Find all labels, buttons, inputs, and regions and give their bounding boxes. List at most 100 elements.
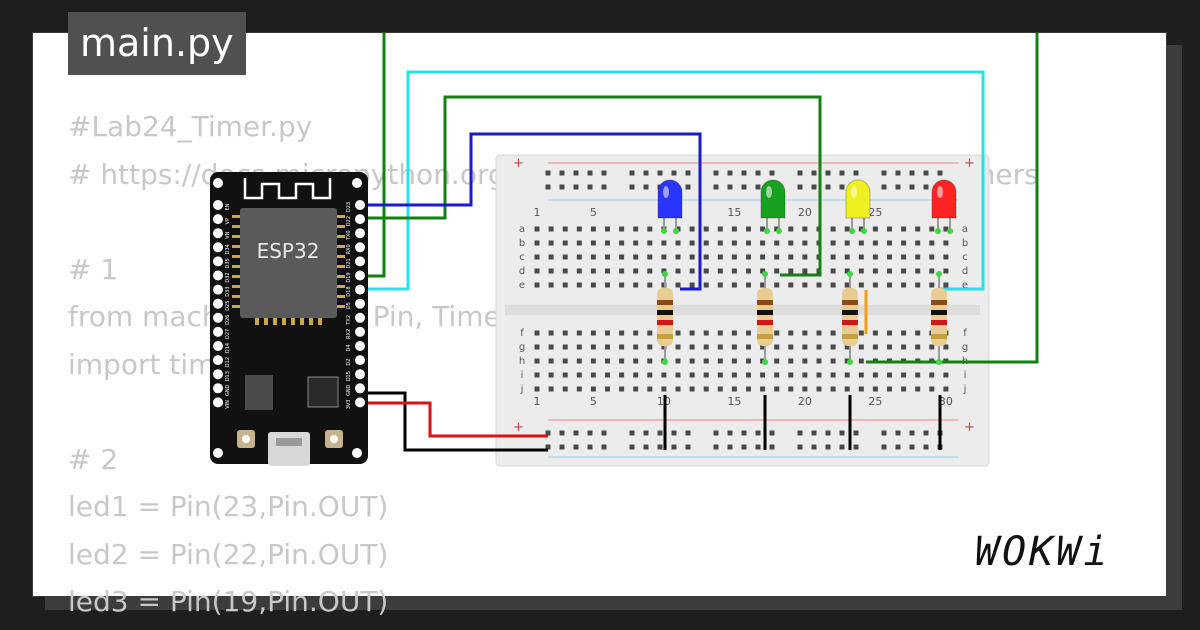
rail-hole <box>643 170 649 176</box>
hole <box>760 282 766 288</box>
hole <box>689 226 695 232</box>
hole <box>576 358 582 364</box>
wire-green-d22[interactable] <box>368 95 822 277</box>
esp32-pin[interactable] <box>355 270 365 281</box>
hole <box>717 268 723 274</box>
esp32-pin[interactable] <box>213 312 223 323</box>
esp32-pin[interactable] <box>355 256 365 267</box>
esp32-pin[interactable] <box>213 298 223 309</box>
mount-hole <box>213 448 223 458</box>
rail-hole <box>923 444 929 450</box>
esp32-pin[interactable] <box>355 200 365 210</box>
esp32-pin[interactable] <box>213 284 223 295</box>
hole <box>760 268 766 274</box>
esp32-pin[interactable] <box>213 200 223 210</box>
mount-hole <box>352 178 362 188</box>
esp32-pin[interactable] <box>213 214 223 225</box>
hole <box>534 226 540 232</box>
esp32-pin[interactable] <box>355 214 365 225</box>
hole <box>717 240 723 246</box>
led-yellow[interactable] <box>845 179 871 219</box>
hole <box>872 240 878 246</box>
connection-dot <box>849 228 855 234</box>
hole <box>661 386 667 392</box>
hole <box>590 330 596 336</box>
esp32-pin[interactable] <box>213 326 223 337</box>
usb-port <box>268 432 310 466</box>
esp32-pin[interactable] <box>355 298 365 309</box>
esp32-pin[interactable] <box>213 256 223 267</box>
led-blue[interactable] <box>657 179 683 219</box>
hole <box>872 344 878 350</box>
esp32-pin[interactable] <box>355 284 365 295</box>
connection-dot <box>861 228 867 234</box>
esp32-pin[interactable] <box>355 369 365 380</box>
pin-label: TX2 <box>346 315 352 326</box>
rail-hole <box>881 444 887 450</box>
pin-label: VP <box>225 218 231 224</box>
hole <box>802 344 808 350</box>
esp32-pin[interactable] <box>213 270 223 281</box>
hole <box>633 330 639 336</box>
rail-hole <box>657 444 663 450</box>
wire-black-gnd[interactable] <box>368 391 548 452</box>
hole <box>619 226 625 232</box>
esp32-pin[interactable] <box>355 355 365 366</box>
esp32-pin[interactable] <box>213 397 223 408</box>
hole <box>534 254 540 260</box>
hole <box>562 282 568 288</box>
hole <box>858 330 864 336</box>
wire-red-3v3[interactable] <box>368 401 548 438</box>
hole <box>901 268 907 274</box>
module-pad <box>232 235 240 238</box>
hole <box>675 330 681 336</box>
module-pads <box>232 215 345 325</box>
esp32-pin[interactable] <box>355 242 365 253</box>
esp32-pin[interactable] <box>355 228 365 239</box>
hole <box>858 240 864 246</box>
wire-blue-d23[interactable] <box>368 132 702 291</box>
row-letter: g <box>519 342 525 353</box>
esp32-pin[interactable] <box>355 326 365 337</box>
file-tab[interactable]: main.py <box>68 12 246 75</box>
esp32-pin[interactable] <box>213 355 223 366</box>
rail-hole <box>685 184 691 190</box>
esp32-pin[interactable] <box>213 369 223 380</box>
wire-green-right[interactable] <box>866 33 1039 364</box>
esp32-pin[interactable] <box>213 228 223 239</box>
led-red[interactable] <box>931 179 957 219</box>
hole <box>562 330 568 336</box>
esp32-pin[interactable] <box>213 242 223 253</box>
esp32-board[interactable]: ESP32 ENVPVND34D35D32D33D25D26D27D14D12D… <box>210 172 368 466</box>
hole <box>590 226 596 232</box>
rail-hole <box>629 184 635 190</box>
hole <box>929 372 935 378</box>
wire-green-d19[interactable] <box>368 33 386 278</box>
resistors <box>657 271 947 365</box>
esp32-pin[interactable] <box>355 312 365 323</box>
hole <box>788 386 794 392</box>
led-green[interactable] <box>760 179 786 219</box>
esp32-pin[interactable] <box>355 383 365 394</box>
hole <box>872 282 878 288</box>
esp32-pin[interactable] <box>355 397 365 408</box>
rail-hole <box>769 170 775 176</box>
esp32-pin[interactable] <box>355 341 365 351</box>
wire-cyan-d18[interactable] <box>368 70 985 291</box>
module-pad <box>264 318 268 325</box>
rail-hole <box>671 444 677 450</box>
row-letter: i <box>964 370 967 381</box>
rail-hole <box>657 430 663 436</box>
connection-dot <box>662 359 668 365</box>
rail-hole <box>587 430 593 436</box>
esp32-pin[interactable] <box>213 383 223 394</box>
hole <box>915 386 921 392</box>
hole <box>830 254 836 260</box>
hole <box>774 240 780 246</box>
hole <box>534 282 540 288</box>
rail-hole <box>825 170 831 176</box>
hole <box>943 254 949 260</box>
pin-label: D13 <box>225 371 231 381</box>
hole <box>760 386 766 392</box>
esp32-pin[interactable] <box>213 341 223 351</box>
